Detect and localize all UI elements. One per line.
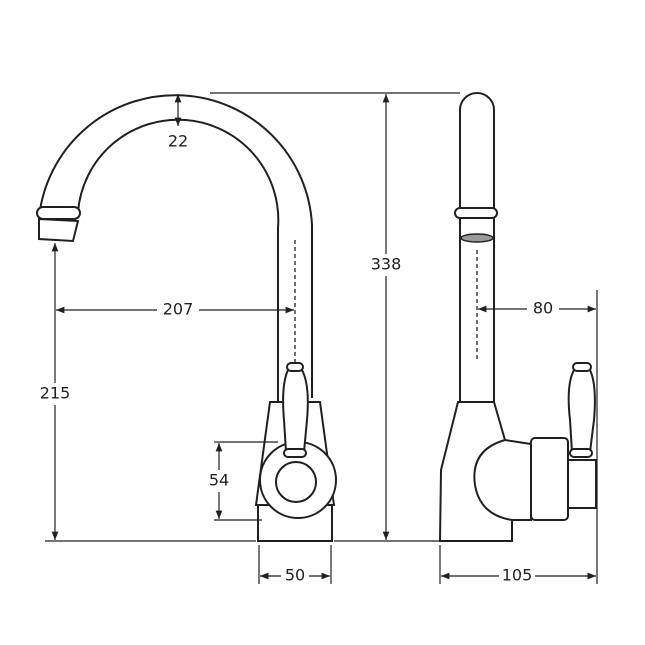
dimension-105-label: 105 [502,566,533,585]
dimension-54-label: 54 [209,471,229,490]
handle-hub-inner [275,461,317,503]
spout-nozzle-ring [36,206,81,220]
side-handle-hub [530,437,569,521]
dimension-338: 338 [367,94,405,540]
extension-lines [45,92,598,584]
dimension-80: 80 [478,298,596,320]
side-lever-cap [572,362,592,372]
side-spout-tube [459,92,495,402]
side-lever-handle [567,369,596,453]
side-body [438,401,532,542]
dimension-105: 105 [441,565,596,587]
spout-nozzle [38,217,80,243]
front-view [36,94,337,542]
dimension-207: 207 [56,299,294,321]
side-lever-collar [569,448,593,458]
lever-cap [286,362,304,372]
dimension-80-label: 80 [533,299,553,318]
dimension-215: 215 [38,243,72,540]
dimension-50: 50 [260,565,330,587]
spout-inner [77,118,280,402]
dimension-22: 22 [168,94,188,151]
side-body-cutout [473,439,513,521]
side-spout-ring [454,207,498,219]
dimension-338-label: 338 [371,255,402,274]
dimension-215-label: 215 [40,384,71,403]
aerator-outlet [460,233,494,243]
dimension-207-label: 207 [163,300,194,319]
dimension-50-label: 50 [285,566,305,585]
side-view [438,92,597,542]
lever-collar [283,448,307,458]
dimension-22-label: 22 [168,132,188,151]
side-handle-hub-back [567,459,597,509]
lever-handle [282,369,309,453]
spout-outer [39,94,313,398]
dimension-54: 54 [205,443,233,519]
